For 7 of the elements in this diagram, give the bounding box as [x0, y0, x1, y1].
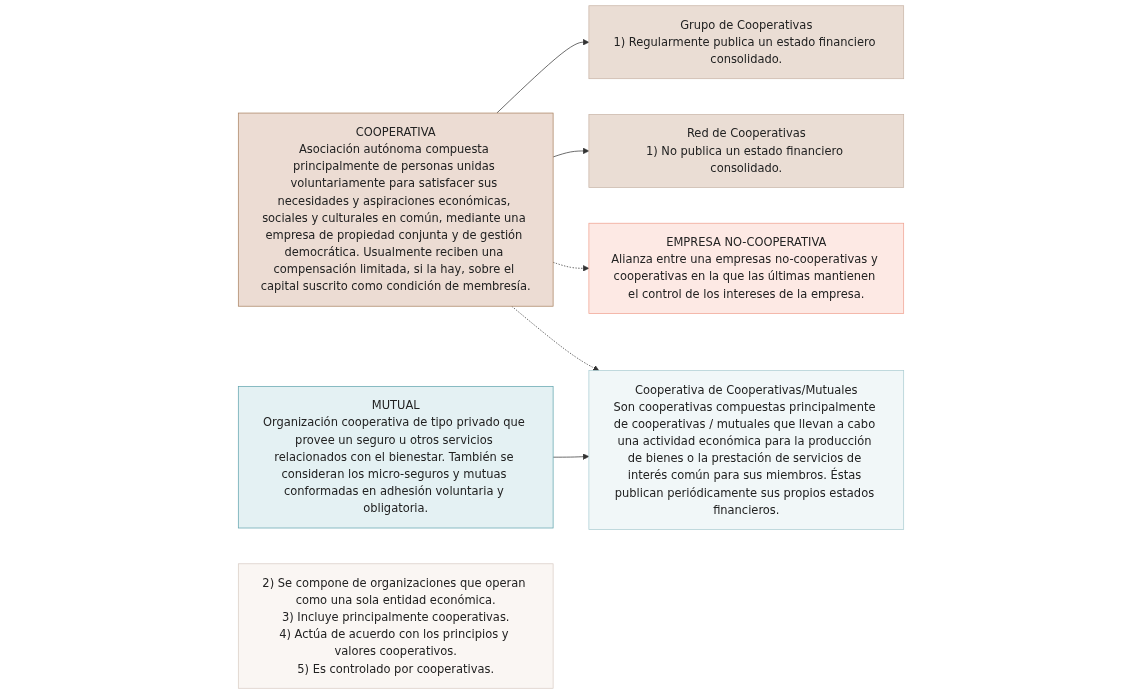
node-box: COOPERATIVA Asociación autónoma compuesta principalmente de personas unidas voluntariamente para satisfacer sus necesidades y aspiraciones económicas, sociales y culturales en común, mediante una empresa de propiedad conjunta y de gestión democrática. Usualmente reciben una compensación limitada, si la hay, sobre el capital suscrito como condición de membresía.	[237, 112, 554, 307]
node-box: Cooperativa de Cooperativas/Mutuales Son cooperativas compuestas principalmente de cooperativas / mutuales que llevan a cabo una actividad económica para la producción de bienes o la prestación de servicios de interés común para sus miembros. Éstas publican periódicamente sus propios estados financieros.	[588, 370, 905, 530]
node-box: Grupo de Cooperativas 1) Regularmente publica un estado financiero consolidado.	[588, 5, 905, 80]
node-box: MUTUAL Organización cooperativa de tipo privado que provee un seguro u otros servicios relacionados con el bienestar. También se consideran los micro-seguros y mutuas conformadas en adhesión voluntaria y obligatoria.	[237, 386, 554, 529]
node-box: Red de Cooperativas 1) No publica un estado financiero consolidado.	[588, 114, 905, 188]
node-box: EMPRESA NO-COOPERATIVA Alianza entre una empresas no-cooperativas y cooperativas en la que las últimas mantienen el control de los intereses de la empresa.	[588, 222, 905, 314]
node-box: 2) Se compone de organizaciones que operan como una sola entidad económica. 3) Incluye principalmente cooperativas. 4) Actúa de acuerdo con los principios y valores cooperativos. 5) Es controlado por cooperativas.	[237, 563, 554, 689]
